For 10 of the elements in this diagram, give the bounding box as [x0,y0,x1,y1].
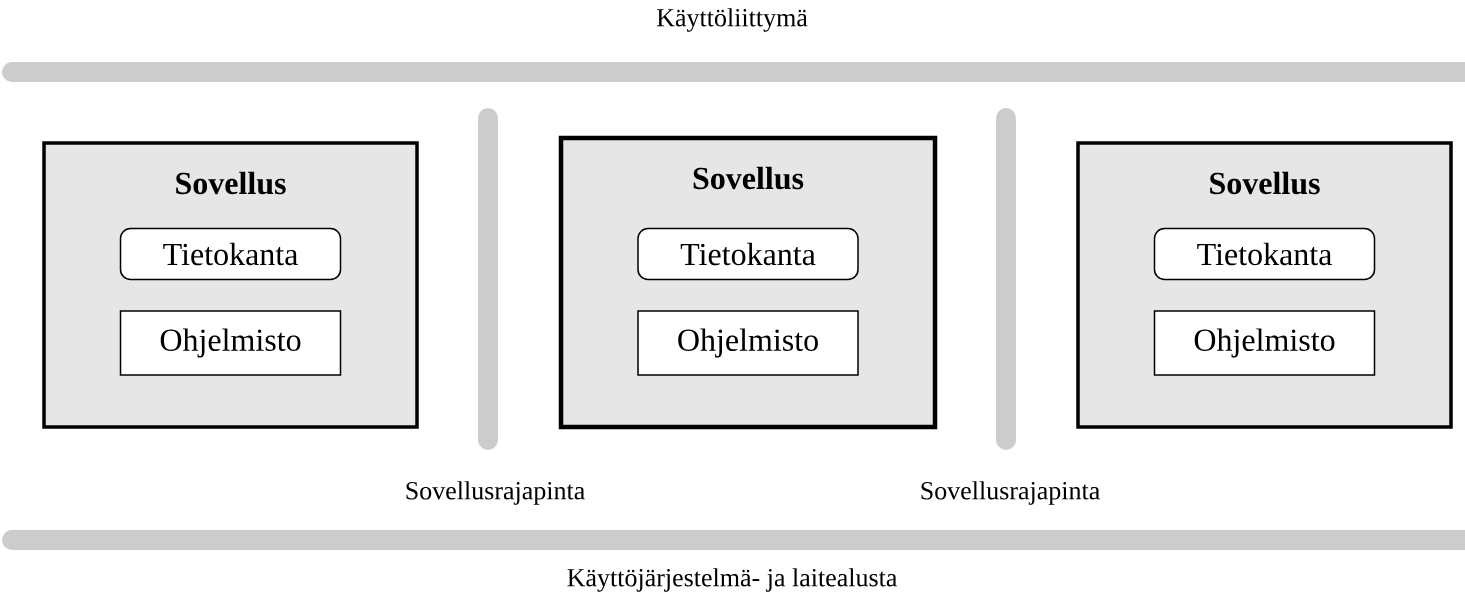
layer-label: Käyttöjärjestelmä- ja laitealusta [567,568,898,592]
rounded-box: Tietokanta [637,227,859,281]
rounded-box: Tietokanta [119,227,342,281]
layer-label: Sovellusrajapinta [921,481,1100,505]
module-box: Ohjelmisto [119,310,342,376]
module-box: Ohjelmisto [637,310,859,376]
module-box: Ohjelmisto [1153,310,1376,376]
rounded-box: Tietokanta [1153,227,1376,281]
layer-label: Sovellusrajapinta [406,481,585,505]
layer-label: Käyttöliittymä [656,8,808,32]
